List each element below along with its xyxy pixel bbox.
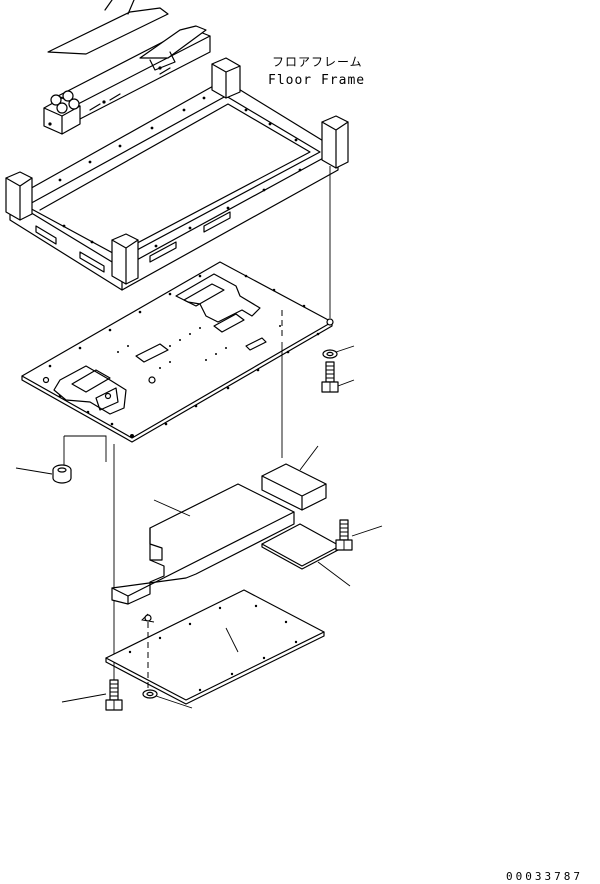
drawing-number: 00033787 bbox=[506, 870, 583, 883]
floor-frame-label-jp: フロアフレーム bbox=[272, 55, 363, 69]
washer-lower bbox=[142, 689, 193, 709]
insulation-block-small bbox=[261, 445, 327, 511]
under-cover-plate bbox=[105, 589, 325, 705]
insulation-large bbox=[111, 483, 295, 605]
control-box-part bbox=[43, 25, 211, 135]
bolt-upper-right bbox=[321, 361, 355, 393]
bolt-lower-left bbox=[61, 679, 123, 711]
washer-upper-right bbox=[322, 345, 355, 359]
floor-frame-label-en: Floor Frame bbox=[268, 73, 365, 88]
floor-frame-label: フロアフレーム Floor Frame bbox=[268, 55, 365, 88]
upper-cover-part bbox=[47, 0, 169, 55]
bolt-right bbox=[335, 519, 383, 551]
floor-frame bbox=[5, 57, 349, 291]
grommet-left bbox=[15, 464, 72, 484]
floor-plate bbox=[21, 261, 334, 443]
